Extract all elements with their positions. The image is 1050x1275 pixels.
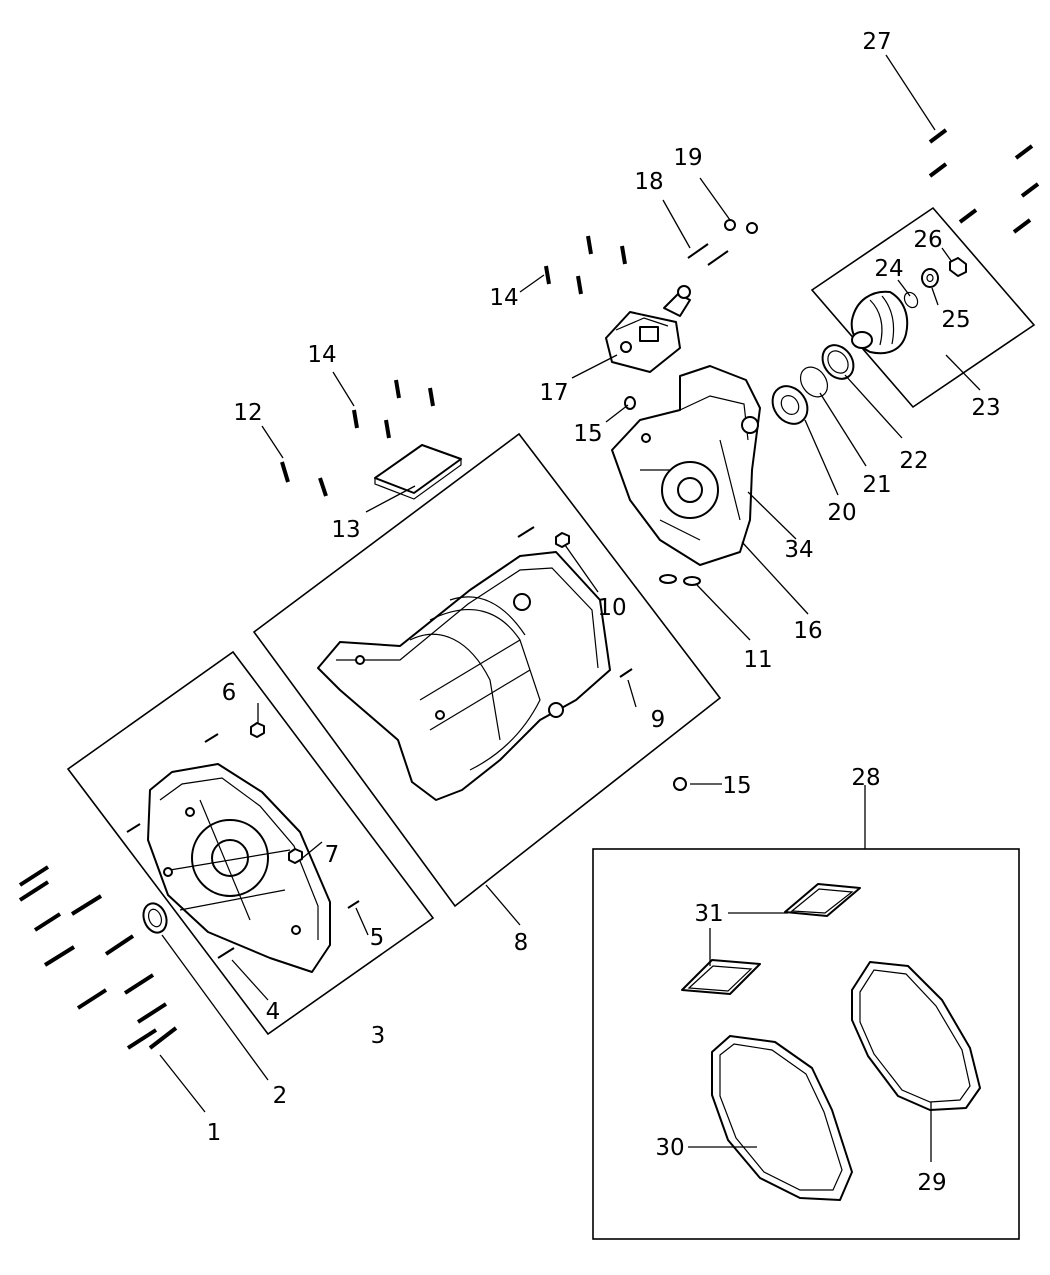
callout-21: 21: [862, 472, 891, 498]
bolt-parts: [18, 128, 1040, 1050]
group-box-23: [810, 206, 1036, 409]
seal-part-22: [821, 344, 855, 380]
callout-25: 25: [941, 307, 970, 333]
nut-part-19a: [724, 219, 736, 231]
stud-parts: [126, 243, 729, 959]
callout-27: 27: [862, 29, 891, 55]
gasket-part-31a: [784, 883, 861, 917]
callout-6: 6: [222, 680, 237, 706]
washer-part-11b: [683, 576, 701, 586]
callout-19: 19: [673, 145, 702, 171]
gasket-part-30: [711, 1035, 853, 1201]
callout-26: 26: [913, 227, 942, 253]
nut-part-10: [555, 532, 570, 548]
snap-ring-part-21: [799, 366, 829, 398]
callout-4: 4: [266, 999, 281, 1025]
nut-part-19b: [746, 222, 758, 234]
shifter-housing-part-17: [605, 285, 691, 373]
callout-20: 20: [827, 500, 856, 526]
group-box-8: [252, 432, 722, 908]
callout-15-upper: 15: [573, 421, 602, 447]
seal-part-2: [142, 902, 168, 934]
callout-labels: 1 2 3 4 5 6 7 8 9 10 11 12 13 14 14 15 1…: [207, 29, 1001, 1196]
bearing-part-20: [771, 385, 809, 425]
plug-part-15b: [673, 777, 687, 791]
callout-12: 12: [233, 400, 262, 426]
nut-part-7: [288, 848, 303, 864]
callout-8: 8: [514, 930, 529, 956]
nut-part-6: [250, 722, 265, 738]
callout-15-lower: 15: [722, 773, 751, 799]
callout-9: 9: [651, 707, 666, 733]
callout-23: 23: [971, 395, 1000, 421]
washer-part-11a: [659, 574, 677, 584]
callout-30: 30: [655, 1135, 684, 1161]
plug-part-15a: [624, 396, 636, 410]
washer-part-25: [921, 268, 939, 288]
callout-31: 31: [694, 901, 723, 927]
cover-plate-part-13: [374, 444, 462, 500]
nut-part-26: [949, 257, 967, 277]
group-box-28: [592, 848, 1020, 1240]
callout-10: 10: [597, 595, 626, 621]
main-case-part-8: [317, 551, 611, 801]
callout-2: 2: [273, 1083, 288, 1109]
callout-1: 1: [207, 1120, 222, 1146]
callout-3: 3: [371, 1023, 386, 1049]
extension-housing-part-16: [611, 365, 761, 566]
callout-14-lower: 14: [307, 342, 336, 368]
group-box-3: [66, 650, 435, 1036]
callout-22: 22: [899, 448, 928, 474]
gasket-part-29: [851, 961, 981, 1111]
output-boot-part-23: [850, 290, 909, 355]
callout-16: 16: [793, 618, 822, 644]
callout-14-upper: 14: [489, 285, 518, 311]
callout-17: 17: [539, 380, 568, 406]
callout-34: 34: [784, 537, 813, 563]
callout-13: 13: [331, 517, 360, 543]
callout-18: 18: [634, 169, 663, 195]
leader-lines: [159, 54, 981, 1162]
callout-11: 11: [743, 647, 772, 673]
callout-29: 29: [917, 1170, 946, 1196]
gasket-part-31b: [681, 959, 761, 995]
callout-7: 7: [325, 842, 340, 868]
front-cover-part-3: [147, 763, 331, 973]
callout-28: 28: [851, 765, 880, 791]
callout-24: 24: [874, 256, 903, 282]
callout-5: 5: [370, 925, 385, 951]
